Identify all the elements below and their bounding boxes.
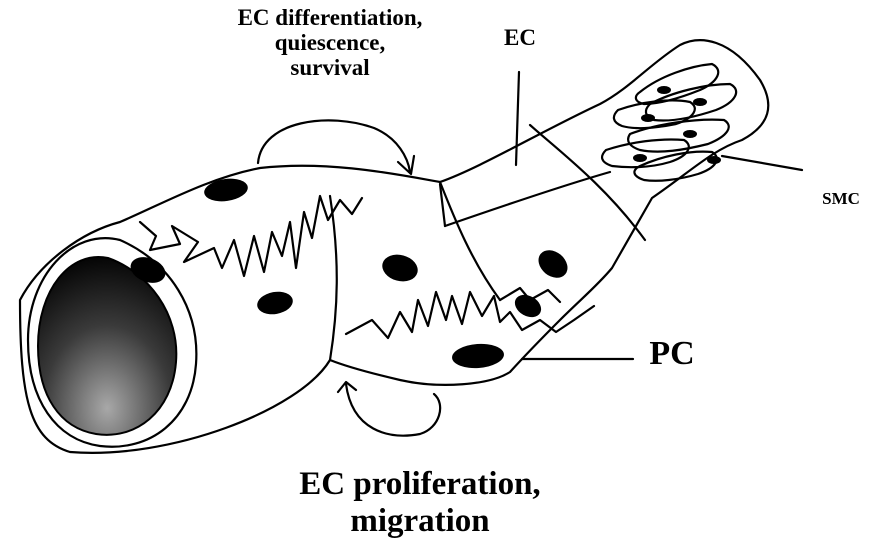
- cell-border-2: [440, 182, 500, 300]
- ec-differentiation-line-2: quiescence,: [180, 31, 480, 56]
- pc-label: PC: [637, 336, 707, 373]
- ec-nucleus-3: [255, 289, 294, 317]
- smc-nucleus-6: [707, 156, 721, 164]
- smc-nucleus-3: [641, 114, 655, 122]
- pc-nucleus: [451, 342, 505, 370]
- ec-cell-line-2: [445, 172, 610, 226]
- pericyte-process-top: [140, 196, 362, 276]
- ec-leader-line: [516, 72, 519, 165]
- vessel-lumen: [38, 257, 176, 435]
- smc-label: SMC: [806, 190, 876, 208]
- smc-nucleus-5: [633, 154, 647, 162]
- ec-proliferation-line-1: EC proliferation,: [225, 466, 615, 503]
- ec-nucleus-4: [379, 251, 421, 285]
- smc-nucleus-1: [657, 86, 671, 94]
- smc-nucleus-2: [693, 98, 707, 106]
- curved-arrow-top: [258, 120, 410, 172]
- smc-leader-line: [722, 156, 802, 170]
- ec-nucleus-1: [203, 176, 250, 204]
- cell-border-1: [330, 196, 337, 360]
- ec-label: EC: [490, 26, 550, 51]
- ec-proliferation-line-2: migration: [225, 503, 615, 540]
- smc-4: [628, 120, 729, 152]
- ec-proliferation-label: EC proliferation, migration: [225, 466, 615, 540]
- curved-arrow-bottom: [346, 384, 440, 436]
- smc-nucleus-4: [683, 130, 697, 138]
- ec-differentiation-line-3: survival: [180, 56, 480, 81]
- ec-differentiation-label: EC differentiation, quiescence, survival: [180, 6, 480, 80]
- ec-nucleus-6: [533, 245, 573, 284]
- ec-differentiation-line-1: EC differentiation,: [180, 6, 480, 31]
- smc-3: [614, 100, 695, 128]
